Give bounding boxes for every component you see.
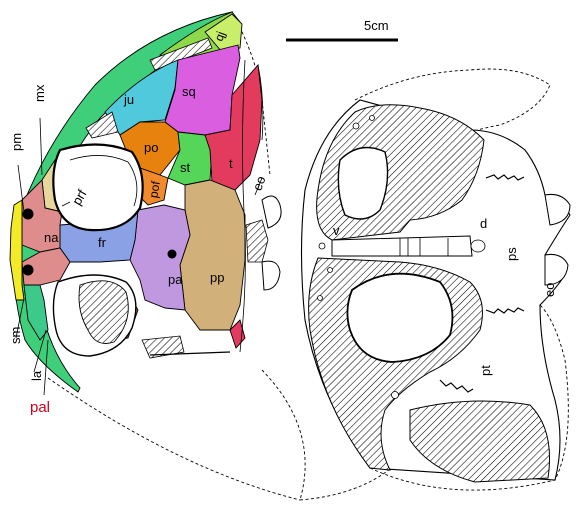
nostril-upper bbox=[22, 208, 34, 220]
bone-pp bbox=[179, 179, 246, 331]
foramen-d bbox=[470, 239, 486, 253]
scale-bar: 5cm bbox=[286, 18, 398, 42]
label-sq: sq bbox=[182, 84, 196, 99]
hatch-eo bbox=[245, 219, 269, 263]
hatch-qj bbox=[149, 37, 213, 71]
label-t: t bbox=[229, 156, 233, 171]
bone-na bbox=[21, 179, 63, 253]
hatch-lower-rim bbox=[141, 335, 185, 359]
label-mx: mx bbox=[32, 84, 47, 102]
bone-mx bbox=[12, 11, 234, 393]
pineal-foramen bbox=[167, 249, 177, 259]
label-pt: pt bbox=[478, 365, 493, 376]
bone-la bbox=[23, 284, 49, 341]
bone-eo-left bbox=[261, 195, 282, 229]
bone-qj-light bbox=[204, 13, 243, 53]
bone-eo-right-upper bbox=[544, 194, 571, 226]
label-prf: prf bbox=[69, 187, 90, 208]
label-fr: fr bbox=[98, 235, 107, 250]
label-eo-ventral: eo bbox=[542, 283, 557, 297]
dorsal-view: ju sq qj po st t eo pof prf na fr pa pp … bbox=[8, 11, 396, 501]
scale-bar-label: 5cm bbox=[364, 18, 389, 33]
label-v: v bbox=[333, 223, 340, 238]
label-ju: ju bbox=[123, 92, 134, 107]
label-pa: pa bbox=[168, 272, 183, 287]
bone-pm bbox=[9, 199, 25, 301]
label-na: na bbox=[44, 230, 59, 245]
bone-pa bbox=[129, 204, 191, 311]
ventral-stem bbox=[331, 235, 473, 257]
bone-ju bbox=[104, 59, 179, 136]
label-ps: ps bbox=[504, 247, 519, 261]
label-sm: sm bbox=[8, 327, 23, 344]
ventral-view: v d ps eo pt bbox=[300, 68, 571, 491]
nostril-lower bbox=[22, 264, 34, 276]
bone-eo-right-lower bbox=[544, 254, 569, 286]
label-eo: eo bbox=[249, 174, 268, 193]
ventral-orbit-upper bbox=[337, 146, 389, 220]
label-po: po bbox=[144, 140, 158, 155]
label-pof: pof bbox=[146, 179, 163, 199]
label-la: la bbox=[29, 370, 44, 381]
label-st: st bbox=[180, 160, 191, 175]
label-pm: pm bbox=[9, 133, 24, 151]
orbit-upper bbox=[52, 143, 144, 232]
label-d: d bbox=[480, 216, 487, 231]
label-pp: pp bbox=[210, 270, 224, 285]
hatch-ventral-pt bbox=[409, 400, 551, 483]
label-qj: qj bbox=[212, 29, 228, 43]
ventral-fenestra bbox=[346, 272, 454, 363]
bone-eo-left-lower bbox=[261, 260, 281, 291]
hatch-palate bbox=[78, 280, 129, 344]
hatch-ju bbox=[85, 111, 119, 139]
label-pal: pal bbox=[30, 399, 50, 416]
